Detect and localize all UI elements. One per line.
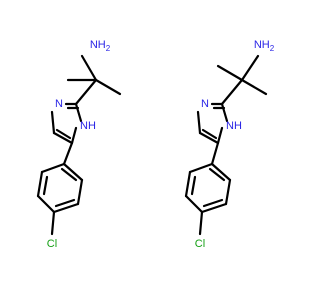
ring-n-label: N <box>201 98 209 110</box>
molecule-left: NH2 N NH Cl <box>36 39 122 250</box>
ring-nh-label: NH <box>226 120 242 132</box>
amine-label: NH2 <box>90 39 111 53</box>
chlorine-label: Cl <box>47 238 57 250</box>
amine-label: NH2 <box>254 39 275 53</box>
atom-labels: NH2 N NH Cl <box>195 39 275 250</box>
ring-n-label: N <box>55 98 63 110</box>
structure-canvas: NH2 N NH Cl <box>0 0 300 300</box>
chlorine-label: Cl <box>195 238 205 250</box>
molecule-right: NH2 N NH Cl <box>184 39 275 250</box>
background <box>0 0 300 300</box>
bonds <box>36 54 122 236</box>
bonds <box>184 54 268 236</box>
atom-labels: NH2 N NH Cl <box>47 39 111 250</box>
ring-nh-label: NH <box>80 120 96 132</box>
